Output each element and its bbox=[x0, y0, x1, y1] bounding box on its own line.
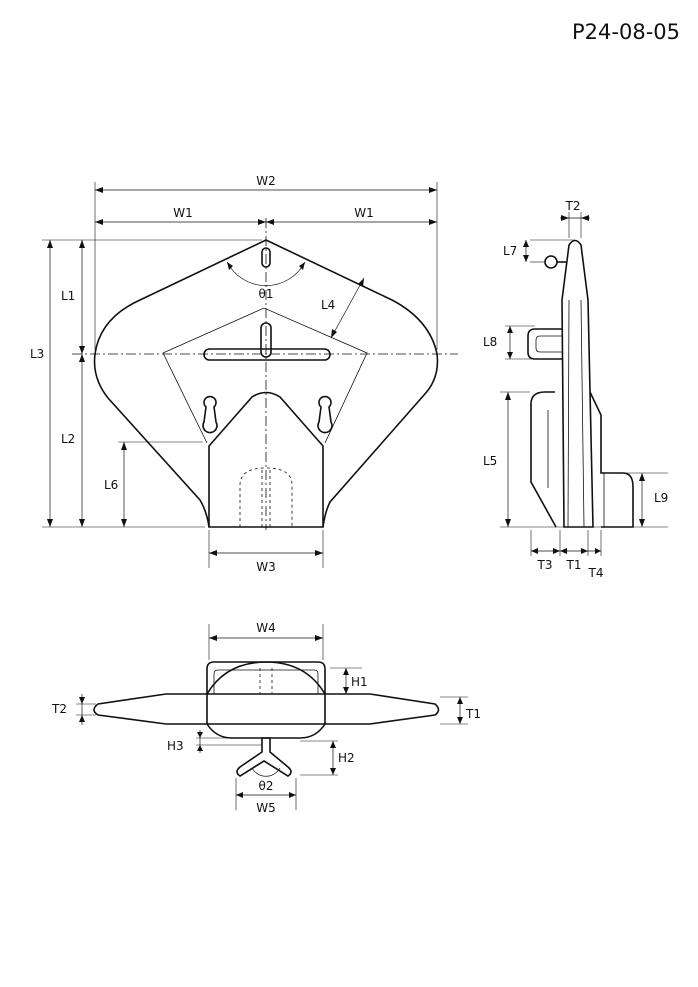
dim-L2: L2 bbox=[61, 432, 75, 446]
dim-L7: L7 bbox=[503, 244, 517, 258]
bottom-handle bbox=[206, 661, 326, 694]
side-ring bbox=[544, 255, 558, 269]
dim-L1: L1 bbox=[61, 289, 75, 303]
dim-theta2: θ2 bbox=[259, 779, 274, 793]
dim-theta1: θ1 bbox=[259, 287, 274, 301]
dim-H1: H1 bbox=[351, 675, 368, 689]
dim-H2: H2 bbox=[338, 751, 355, 765]
dim-L9: L9 bbox=[654, 491, 668, 505]
dim-W4: W4 bbox=[256, 621, 276, 635]
bottom-y-clip bbox=[236, 737, 292, 777]
dim-bottom-T2: T2 bbox=[51, 702, 67, 716]
bottom-wings bbox=[93, 693, 440, 725]
front-inner-face bbox=[162, 307, 368, 444]
dim-side-T2: T2 bbox=[565, 199, 581, 213]
dim-L8: L8 bbox=[483, 335, 497, 349]
front-view: W2 W1 W1 L3 L1 L2 L6 L4 W3 θ1 bbox=[30, 174, 458, 574]
dim-side-T4: T4 bbox=[588, 566, 604, 580]
bottom-view: W4 H1 T1 T2 H3 H2 θ2 W5 bbox=[51, 621, 481, 815]
side-view: T2 L7 L8 L5 L9 T3 T1 T4 bbox=[483, 199, 668, 580]
dim-side-T1: T1 bbox=[566, 558, 582, 572]
dim-side-T3: T3 bbox=[537, 558, 553, 572]
front-keyhole-left bbox=[202, 395, 218, 434]
side-plate bbox=[561, 239, 594, 528]
dim-W1-left: W1 bbox=[173, 206, 193, 220]
dim-H3: H3 bbox=[167, 739, 184, 753]
dim-L5: L5 bbox=[483, 454, 497, 468]
dim-L3: L3 bbox=[30, 347, 44, 361]
dim-W1-right: W1 bbox=[354, 206, 374, 220]
front-horizontal-slot bbox=[203, 348, 331, 361]
front-keyhole-right bbox=[317, 395, 333, 434]
dim-W2: W2 bbox=[256, 174, 276, 188]
side-front-block bbox=[530, 391, 557, 528]
side-rear-support bbox=[589, 391, 634, 528]
front-center-block bbox=[208, 391, 324, 527]
side-handle bbox=[527, 328, 562, 360]
front-hidden-slot bbox=[239, 467, 293, 527]
dim-W3: W3 bbox=[256, 560, 276, 574]
dim-W5: W5 bbox=[256, 801, 276, 815]
dim-bottom-T1: T1 bbox=[465, 707, 481, 721]
drawing-code: P24-08-05 bbox=[572, 20, 680, 44]
bottom-center-block bbox=[206, 661, 326, 739]
dim-L4: L4 bbox=[321, 298, 335, 312]
dim-L6: L6 bbox=[104, 478, 118, 492]
